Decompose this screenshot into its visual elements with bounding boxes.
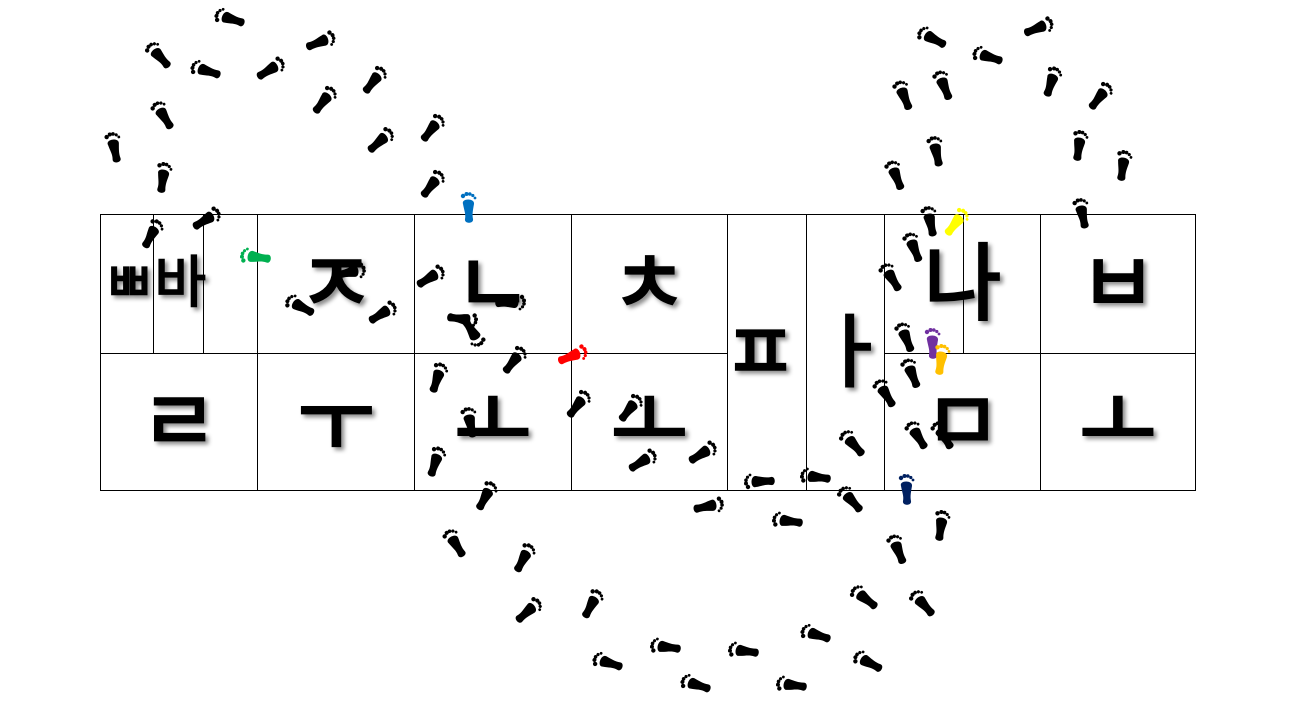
cell-mieum[interactable]: ㅁ: [884, 353, 1041, 491]
black-footprint-icon: [150, 101, 174, 130]
glyph-text: ㅍ: [723, 305, 797, 399]
black-footprint-icon: [515, 596, 542, 623]
cell-o-3[interactable]: ㅗ: [1040, 353, 1196, 491]
black-footprint-icon: [649, 637, 681, 653]
black-footprint-icon: [514, 543, 536, 573]
black-footprint-icon: [849, 585, 878, 610]
black-footprint-icon: [312, 85, 337, 114]
syllable-glyph: 나: [923, 235, 1002, 333]
consonant-glyph: ㅊ: [610, 235, 689, 333]
cell-o-2[interactable]: ㅗ: [571, 353, 728, 491]
vowel-glyph: ㅜ: [297, 373, 375, 471]
black-footprint-icon: [853, 650, 883, 672]
consonant-glyph: ㅂ: [1079, 235, 1157, 333]
black-footprint-icon: [693, 496, 724, 513]
cell-divider: [963, 215, 964, 353]
black-footprint-icon: [892, 80, 913, 110]
consonant-glyph: ㄴ: [454, 235, 532, 333]
cell-rieul[interactable]: ㄹ: [100, 353, 258, 491]
cell-chieut[interactable]: ㅊ: [571, 214, 728, 354]
black-footprint-icon: [256, 56, 285, 80]
black-footprint-icon: [442, 529, 466, 558]
black-footprint-icon: [592, 651, 623, 671]
black-footprint-icon: [727, 641, 759, 657]
black-footprint-icon: [908, 590, 935, 617]
black-footprint-icon: [800, 623, 831, 643]
cell-divider: [203, 215, 204, 353]
cell-o-1[interactable]: ㅗ: [414, 353, 572, 491]
cell-bieup[interactable]: ㅂ: [1040, 214, 1196, 354]
cell-divider: [153, 215, 154, 353]
black-footprint-icon: [886, 534, 907, 564]
black-footprint-icon: [917, 26, 947, 48]
black-footprint-icon: [680, 673, 711, 693]
cell-pieup-a[interactable]: ㅍㅏ: [723, 214, 889, 491]
vowel-glyph: ㅗ: [1079, 373, 1157, 471]
black-footprint-icon: [214, 7, 245, 27]
black-footprint-icon: [104, 132, 121, 163]
black-footprint-icon: [306, 30, 336, 51]
black-footprint-icon: [884, 160, 905, 190]
glyph-text: ㅃ: [103, 251, 155, 316]
glyph-text: 바: [154, 251, 207, 316]
glyph-text: ㅏ: [815, 305, 889, 399]
consonant-glyph: ㅈ: [297, 235, 375, 333]
cell-na[interactable]: 나: [884, 214, 1041, 354]
consonant-glyph: ㄹ: [140, 373, 218, 471]
hangul-grid: ㅃ바 ㅈ ㄴ ㅊ ㅍㅏ 나 ㅂ ㄹ ㅜ: [100, 214, 1196, 491]
black-footprint-icon: [935, 509, 951, 541]
consonant-glyph: ㅁ: [923, 373, 1002, 471]
black-footprint-icon: [932, 70, 953, 100]
black-footprint-icon: [144, 42, 171, 69]
black-footprint-icon: [582, 589, 604, 619]
black-footprint-icon: [1043, 66, 1063, 97]
black-footprint-icon: [362, 65, 387, 94]
black-footprint-icon: [420, 113, 445, 142]
black-footprint-icon: [775, 675, 807, 691]
black-footprint-icon: [1024, 16, 1054, 37]
black-footprint-icon: [1117, 149, 1133, 181]
black-footprint-icon: [367, 126, 394, 153]
cell-nieun[interactable]: ㄴ: [414, 214, 572, 354]
black-footprint-icon: [1073, 129, 1089, 161]
black-footprint-icon: [771, 511, 803, 527]
black-footprint-icon: [420, 169, 445, 198]
black-footprint-icon: [157, 161, 173, 193]
vowel-glyph: ㅗ: [610, 373, 689, 471]
black-footprint-icon: [1088, 81, 1113, 110]
black-footprint-icon: [926, 136, 943, 167]
black-footprint-icon: [972, 45, 1003, 65]
cell-jieut[interactable]: ㅈ: [257, 214, 415, 354]
black-footprint-icon: [190, 59, 221, 79]
syllable-glyph: ㅍㅏ: [723, 215, 888, 490]
cell-divider: [806, 215, 807, 490]
vowel-glyph: ㅗ: [454, 373, 532, 471]
cell-u[interactable]: ㅜ: [257, 353, 415, 491]
